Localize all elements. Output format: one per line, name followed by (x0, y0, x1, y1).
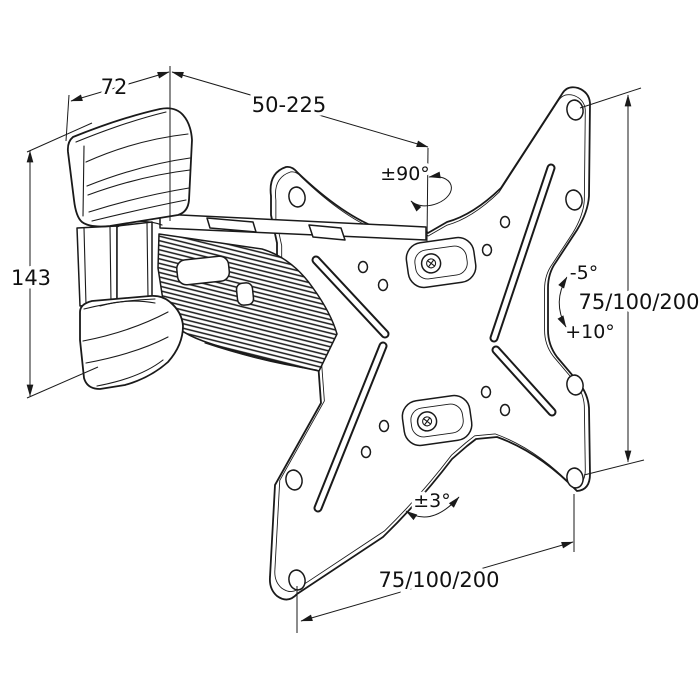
vesa-plate (268, 86, 591, 601)
label-level-angle: ±3° (413, 490, 451, 512)
mount-arm (157, 213, 427, 372)
vesa-slots (311, 163, 557, 513)
dim-level-angle: ±3° (405, 487, 460, 521)
arm-window-small (235, 282, 255, 306)
dim-swivel-angle: ±90° (377, 160, 452, 212)
wall-bracket (66, 107, 193, 390)
dim-tilt-angle: -5° +10° (557, 259, 618, 347)
label-vesa-vertical: 75/100/200 (578, 290, 699, 314)
mounting-boss-bottom (401, 394, 473, 447)
mounting-boss-top (405, 236, 477, 289)
label-bracket-height: 143 (11, 266, 51, 290)
dimensions: 72 50-225 143 ±90° -5° +10° (7, 66, 700, 633)
label-bracket-depth: 72 (101, 75, 128, 99)
dim-extension-range: 50-225 (171, 71, 429, 242)
label-vesa-horizontal: 75/100/200 (378, 568, 499, 592)
arm-link-tab (206, 217, 257, 233)
label-swivel-angle: ±90° (380, 163, 430, 185)
dim-bracket-height: 143 (7, 122, 99, 399)
dim-vesa-horizontal: 75/100/200 (296, 494, 575, 633)
bracket-top-cover (66, 107, 193, 228)
dim-vesa-vertical: 75/100/200 (575, 87, 700, 476)
arm-link-tab (308, 224, 346, 241)
label-extension-range: 50-225 (252, 93, 326, 117)
label-tilt-up: -5° (570, 262, 598, 284)
dim-bracket-depth: 72 (65, 66, 171, 221)
arm-window (176, 255, 231, 286)
bracket-bottom-cover (79, 294, 184, 390)
label-tilt-down: +10° (565, 321, 615, 343)
